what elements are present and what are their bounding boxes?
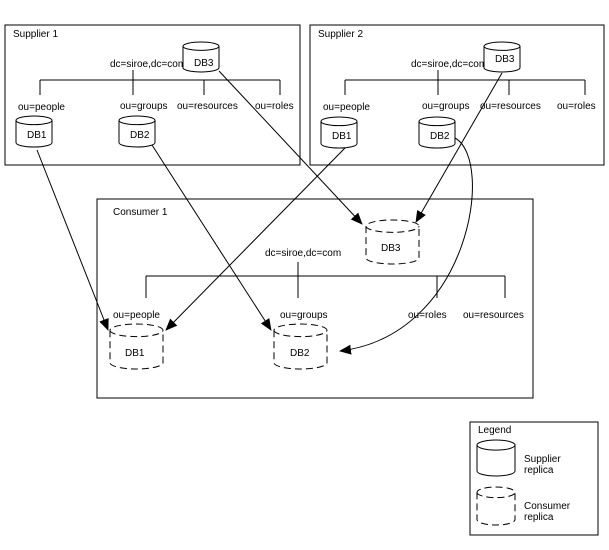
ou-label: ou=resources: [480, 101, 541, 112]
supplier-db3: [483, 41, 521, 73]
ou-label: ou=people: [113, 310, 160, 321]
arrow-s1db3-c1db3: [218, 70, 363, 225]
legend-consumer-icon: [476, 486, 516, 526]
consumer-1-root: dc=siroe,dc=com: [265, 248, 341, 259]
db-label: DB2: [130, 130, 150, 141]
supplier-2: Supplier 2 dc=siroe,dc=com ou=people ou=…: [309, 24, 605, 166]
cylinder-top: [273, 330, 328, 338]
ou-label: ou=groups: [422, 101, 470, 112]
db-label: DB1: [332, 131, 352, 142]
consumer-db3: [365, 219, 420, 265]
legend-consumer-label: Consumer: [524, 501, 571, 512]
supplier-1-tree: [39, 70, 281, 95]
legend-supplier-label: Supplier: [524, 454, 561, 465]
supplier-1-box: [4, 24, 301, 166]
legend-consumer-label: replica: [524, 512, 554, 523]
cylinder-body: [365, 219, 420, 265]
db-label: DB2: [430, 131, 450, 142]
cylinder-top: [365, 226, 420, 233]
ou-label: ou=groups: [120, 101, 168, 112]
supplier-1: Supplier 1 dc=siroe,dc=com ou=people ou=…: [4, 24, 301, 166]
cylinder-top: [109, 330, 164, 338]
legend-title: Legend: [478, 425, 511, 436]
cylinder-top: [118, 120, 156, 126]
cylinder-top: [476, 444, 516, 451]
ou-label: ou=roles: [255, 101, 294, 112]
legend-box: [469, 421, 599, 536]
supplier-1-title: Supplier 1: [13, 29, 58, 40]
arrow-s2db3-c1db3: [415, 72, 503, 223]
db-label: DB1: [125, 348, 145, 359]
arrow-s2db2-c1db2: [339, 137, 473, 355]
arrow-s1db1-c1db1: [36, 149, 109, 331]
ou-label: ou=roles: [557, 101, 596, 112]
cylinder-body: [109, 323, 164, 370]
ou-label: ou=resources: [177, 101, 238, 112]
db-label: DB3: [194, 58, 214, 69]
ou-label: ou=people: [18, 102, 65, 113]
supplier-2-root: dc=siroe,dc=com: [411, 59, 487, 70]
db-label: DB1: [27, 130, 47, 141]
consumer-db1: [109, 323, 164, 370]
ou-label: ou=roles: [408, 310, 447, 321]
supplier-2-tree: [344, 70, 586, 95]
legend: Legend Supplier replica Consumer replica: [469, 421, 599, 536]
cylinder-top: [15, 120, 53, 126]
cylinder-body: [273, 323, 328, 370]
supplier-2-box: [309, 24, 605, 166]
cylinder-top: [418, 121, 456, 127]
legend-supplier-label: replica: [524, 465, 554, 476]
arrow-s1db2-c1db2: [151, 144, 272, 331]
cylinder-body: [476, 439, 516, 477]
cylinder-top: [320, 121, 358, 127]
arrow-s2db1-c1db1: [165, 147, 346, 331]
db-label: DB3: [381, 243, 401, 254]
cylinder-top: [182, 46, 220, 51]
cylinder-top: [483, 46, 521, 51]
supplier-db2: [118, 115, 156, 148]
consumer-1-tree: [145, 262, 506, 298]
consumer-1-box: [96, 198, 534, 399]
supplier-db1: [320, 116, 358, 149]
ou-label: ou=groups: [280, 310, 328, 321]
consumer-db2: [273, 323, 328, 370]
db-label: DB3: [495, 54, 515, 65]
supplier-1-root: dc=siroe,dc=com: [110, 59, 186, 70]
db-label: DB2: [290, 348, 310, 359]
supplier-2-title: Supplier 2: [318, 29, 363, 40]
ou-label: ou=people: [323, 102, 370, 113]
supplier-db1: [15, 115, 53, 148]
ou-label: ou=resources: [463, 310, 524, 321]
consumer-1: Consumer 1 dc=siroe,dc=com ou=people ou=…: [96, 198, 534, 399]
cylinder-top: [476, 492, 516, 499]
supplier-db2: [418, 116, 456, 149]
consumer-1-title: Consumer 1: [113, 207, 168, 218]
supplier-db3: [182, 41, 220, 73]
legend-supplier-icon: [476, 439, 516, 477]
replication-arrows: [36, 70, 503, 355]
cylinder-body: [476, 486, 516, 526]
